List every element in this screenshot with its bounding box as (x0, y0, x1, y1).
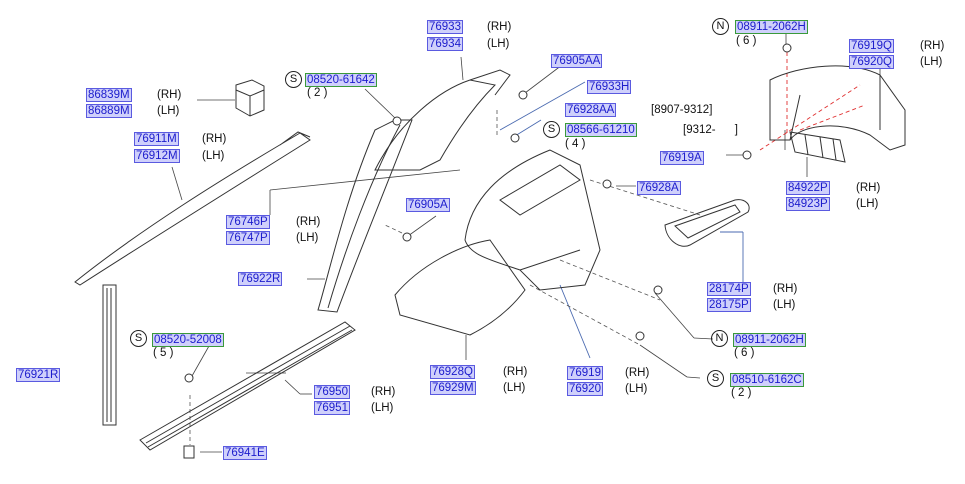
part-76933[interactable]: 76933 (427, 20, 463, 34)
part-76922R[interactable]: 76922R (238, 272, 283, 286)
part-weatherstrip-76921R (102, 284, 117, 426)
part-76912M[interactable]: 76912M (134, 149, 180, 163)
lh-note: (LH) (487, 38, 510, 50)
part-08520-61642[interactable]: 08520-61642 (305, 73, 377, 87)
part-76934[interactable]: 76934 (427, 37, 463, 51)
part-side-trim-76919 (464, 149, 601, 291)
part-08911-2062H-lower[interactable]: 08911-2062H (733, 333, 806, 347)
part-cover-76928Q (394, 239, 526, 336)
part-28175P[interactable]: 28175P (707, 298, 751, 312)
part-08911-2062H[interactable]: 08911-2062H (735, 20, 808, 34)
part-mesh-84922P (789, 131, 846, 163)
lh-note: (LH) (157, 105, 180, 117)
rh-note: (RH) (296, 216, 321, 228)
rh-note: (RH) (625, 367, 650, 379)
part-rear-trim-76919Q (769, 65, 906, 151)
part-76951[interactable]: 76951 (314, 401, 350, 415)
part-76919A[interactable]: 76919A (660, 151, 704, 165)
rh-note: (RH) (202, 133, 227, 145)
lh-note: (LH) (856, 198, 879, 210)
rh-note: (RH) (157, 89, 182, 101)
date-range-8907-9312: [8907-9312] (651, 104, 713, 116)
rh-note: (RH) (503, 366, 528, 378)
blue-leaders (499, 81, 744, 359)
part-clip-86839M (235, 79, 265, 117)
part-76928A[interactable]: 76928A (637, 181, 681, 195)
part-08566-61210[interactable]: 08566-61210 (565, 123, 637, 137)
standard-part-s-icon: S (707, 370, 724, 387)
dashed-lines (189, 110, 701, 445)
part-76950[interactable]: 76950 (314, 385, 350, 399)
quantity: ( 5 ) (153, 347, 174, 359)
lh-note: (LH) (296, 232, 319, 244)
rh-note: (RH) (773, 283, 798, 295)
part-76933H[interactable]: 76933H (587, 80, 632, 94)
part-76921R[interactable]: 76921R (16, 368, 61, 382)
part-76928Q[interactable]: 76928Q (430, 365, 475, 379)
date-range-9312: [9312- ] (683, 124, 738, 136)
part-08510-6162C[interactable]: 08510-6162C (730, 373, 804, 387)
part-76929M[interactable]: 76929M (430, 381, 476, 395)
fasteners (183, 43, 792, 459)
rh-note: (RH) (856, 182, 881, 194)
part-76928AA[interactable]: 76928AA (565, 103, 617, 117)
standard-part-s-icon: S (285, 71, 302, 88)
nut-n-icon: N (712, 18, 729, 35)
part-76905AA[interactable]: 76905AA (551, 54, 603, 68)
nut-n-icon: N (711, 330, 728, 347)
part-86889M[interactable]: 86889M (86, 104, 132, 118)
lh-note: (LH) (920, 56, 943, 68)
lh-note: (LH) (371, 402, 394, 414)
standard-part-s-icon: S (543, 121, 560, 138)
lh-note: (LH) (625, 383, 648, 395)
red-hidden-lines (759, 52, 866, 151)
part-76920Q[interactable]: 76920Q (849, 55, 894, 69)
rh-note: (RH) (920, 40, 945, 52)
part-upper-trim-76933 (374, 69, 511, 171)
quantity: ( 2 ) (307, 87, 328, 99)
quantity: ( 6 ) (736, 35, 757, 47)
part-76941E[interactable]: 76941E (223, 446, 267, 460)
part-pillar-trim-76922R (317, 119, 413, 313)
lh-note: (LH) (773, 299, 796, 311)
part-84923P[interactable]: 84923P (786, 197, 830, 211)
part-76746P[interactable]: 76746P (226, 215, 270, 229)
part-76905A[interactable]: 76905A (406, 198, 450, 212)
lh-note: (LH) (503, 382, 526, 394)
part-08520-52008[interactable]: 08520-52008 (152, 333, 224, 347)
quantity: ( 2 ) (731, 387, 752, 399)
part-76919[interactable]: 76919 (567, 366, 603, 380)
rh-note: (RH) (371, 386, 396, 398)
part-84922P[interactable]: 84922P (786, 181, 830, 195)
part-76747P[interactable]: 76747P (226, 231, 270, 245)
part-grille-28174P (664, 199, 750, 247)
part-scuff-plate-76950 (139, 321, 356, 451)
part-28174P[interactable]: 28174P (707, 282, 751, 296)
part-76919Q[interactable]: 76919Q (849, 39, 894, 53)
standard-part-s-icon: S (130, 330, 147, 347)
part-76911M[interactable]: 76911M (134, 132, 179, 146)
quantity: ( 6 ) (734, 347, 755, 359)
part-roof-rail-76911M (74, 131, 311, 286)
lh-note: (LH) (202, 150, 225, 162)
part-86839M[interactable]: 86839M (86, 88, 132, 102)
rh-note: (RH) (487, 21, 512, 33)
quantity: ( 4 ) (565, 138, 586, 150)
part-76920[interactable]: 76920 (567, 382, 603, 396)
